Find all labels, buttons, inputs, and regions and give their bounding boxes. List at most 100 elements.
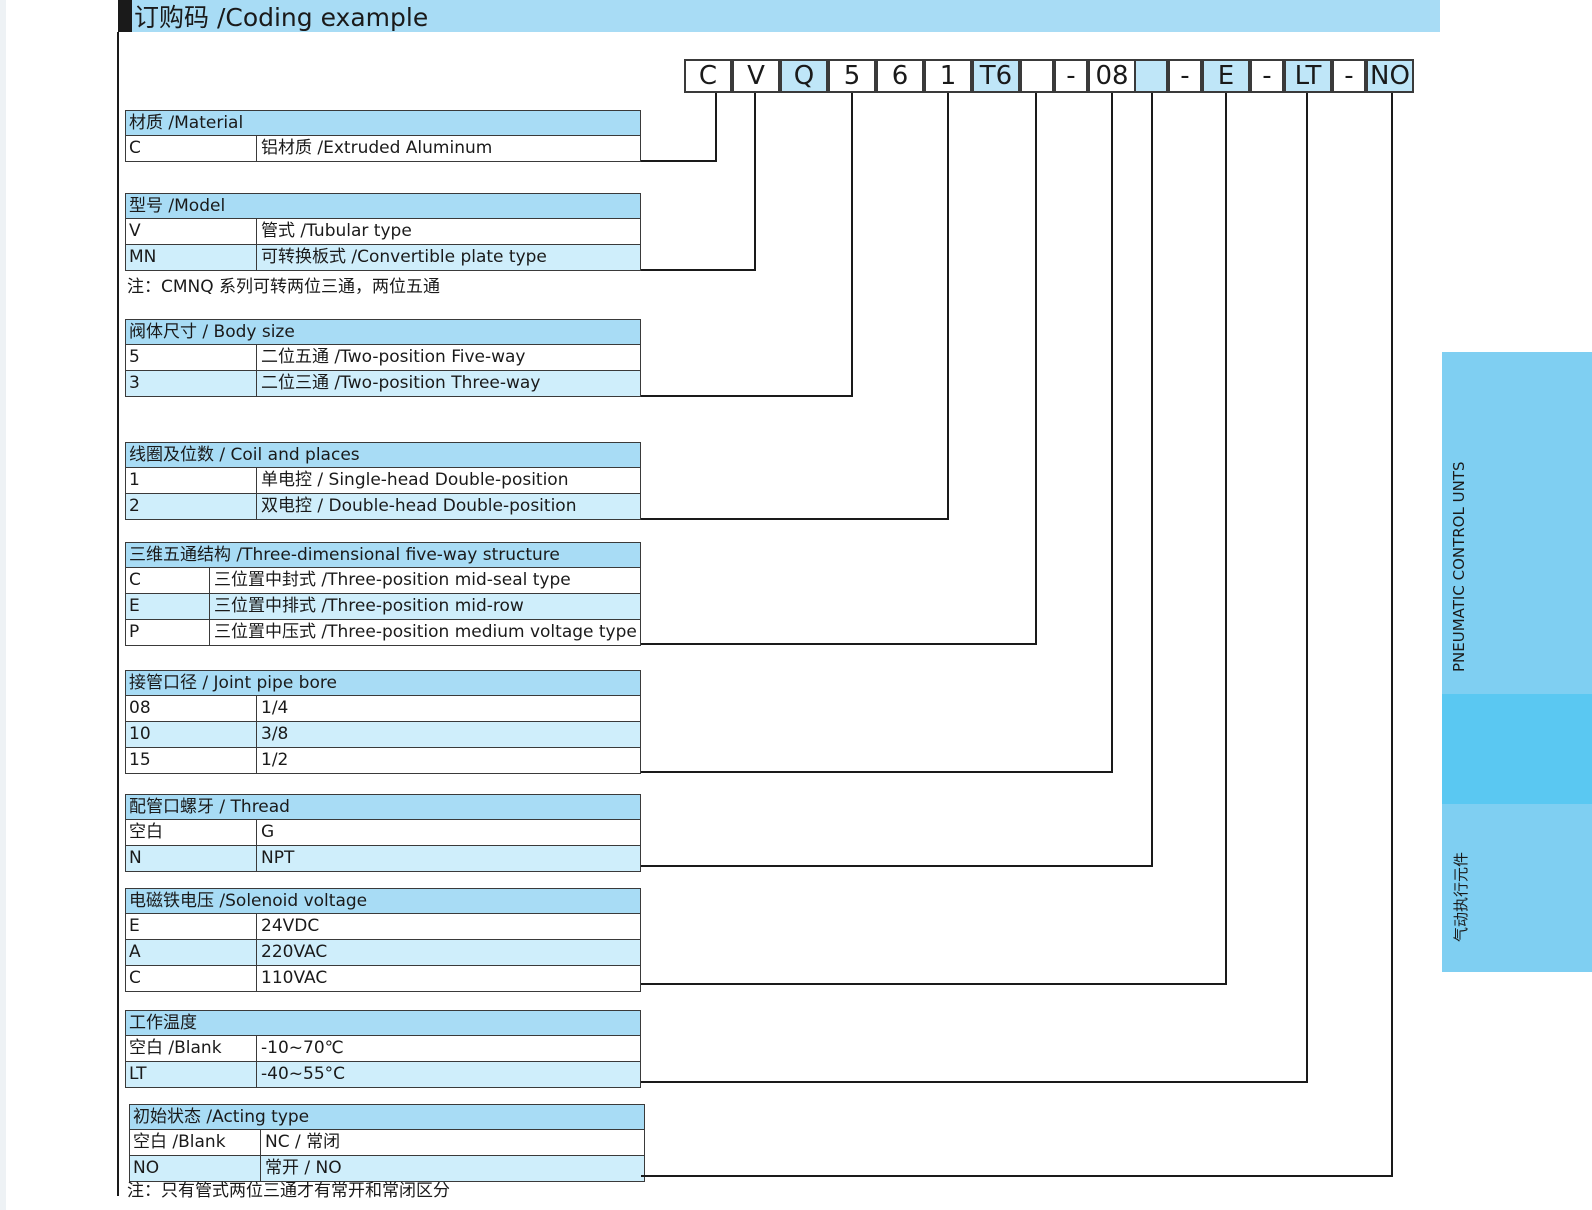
code-segment: E xyxy=(1202,59,1250,93)
option-description: 单电控 / Single-head Double-position xyxy=(261,470,569,490)
code-segment xyxy=(1020,59,1054,93)
table-row: 空白 /Blank-10~70℃ xyxy=(125,1036,641,1062)
leader-line xyxy=(641,93,1393,1177)
left-vertical-rule xyxy=(117,32,119,1196)
option-code: LT xyxy=(126,1062,257,1087)
option-code: 3 xyxy=(126,371,257,396)
leader-line xyxy=(641,93,1227,985)
option-table: 三维五通结构 /Three-dimensional five-way struc… xyxy=(125,542,641,646)
side-tab-active xyxy=(1442,694,1592,804)
option-description: NPT xyxy=(261,848,295,868)
option-code: 08 xyxy=(126,696,257,721)
option-description: 110VAC xyxy=(261,968,328,988)
code-segment: NO xyxy=(1366,59,1414,93)
option-description: 三位置中压式 /Three-position medium voltage ty… xyxy=(214,622,637,642)
leader-line xyxy=(641,93,717,162)
option-code: 空白 /Blank xyxy=(130,1130,261,1155)
leader-line xyxy=(641,93,1037,645)
option-code: 2 xyxy=(126,494,257,519)
option-code: MN xyxy=(126,245,257,270)
side-tab-chinese xyxy=(1442,804,1592,972)
option-description: 三位置中排式 /Three-position mid-row xyxy=(214,596,524,616)
table-row: LT-40~55°C xyxy=(125,1062,641,1088)
table-title: 配管口螺牙 / Thread xyxy=(125,794,641,820)
table-title: 电磁铁电压 /Solenoid voltage xyxy=(125,888,641,914)
table-note: 注：只有管式两位三通才有常开和常闭区分 xyxy=(127,1181,450,1201)
table-title: 三维五通结构 /Three-dimensional five-way struc… xyxy=(125,542,641,568)
option-code: 5 xyxy=(126,345,257,370)
option-code: C xyxy=(126,568,210,593)
code-segment: C xyxy=(684,59,732,93)
option-code: A xyxy=(126,940,257,965)
option-code: P xyxy=(126,620,210,645)
leader-line xyxy=(641,93,1113,773)
table-title: 接管口径 / Joint pipe bore xyxy=(125,670,641,696)
code-segment: Q xyxy=(780,59,828,93)
option-description: G xyxy=(261,822,275,842)
option-code: N xyxy=(126,846,257,871)
option-description: 1/2 xyxy=(261,750,289,770)
option-description: 铝材质 /Extruded Aluminum xyxy=(261,138,493,158)
table-title: 线圈及位数 / Coil and places xyxy=(125,442,641,468)
option-description: 双电控 / Double-head Double-position xyxy=(261,496,577,516)
side-label-english: PNEUMATIC CONTROL UNTS xyxy=(1450,461,1468,673)
section-header-marker xyxy=(118,0,132,32)
side-tab-pneumatic xyxy=(1442,352,1592,694)
option-code: C xyxy=(126,136,257,161)
code-segment xyxy=(1134,59,1168,93)
option-description: 1/4 xyxy=(261,698,289,718)
code-segment: 1 xyxy=(924,59,972,93)
option-description: 二位三通 /Two-position Three-way xyxy=(261,373,541,393)
option-code: 空白 xyxy=(126,820,257,845)
code-segment: - xyxy=(1332,59,1366,93)
table-title: 阀体尺寸 / Body size xyxy=(125,319,641,345)
option-description: 3/8 xyxy=(261,724,289,744)
left-margin-strip xyxy=(0,0,6,1210)
side-label-chinese: 气动执行元件 xyxy=(1452,851,1470,942)
option-description: -40~55°C xyxy=(261,1064,346,1084)
option-description: -10~70℃ xyxy=(261,1038,344,1058)
code-segment: V xyxy=(732,59,780,93)
option-description: NC / 常闭 xyxy=(265,1132,341,1152)
option-code: NO xyxy=(130,1156,261,1181)
option-code: V xyxy=(126,219,257,244)
leader-line xyxy=(641,93,949,520)
section-title: 订购码 /Coding example xyxy=(134,3,429,32)
table-title: 型号 /Model xyxy=(125,193,641,219)
table-title: 工作温度 xyxy=(125,1010,641,1036)
option-description: 三位置中封式 /Three-position mid-seal type xyxy=(214,570,571,590)
option-code: 15 xyxy=(126,748,257,773)
leader-line xyxy=(641,93,1308,1083)
option-description: 24VDC xyxy=(261,916,320,936)
option-description: 二位五通 /Two-position Five-way xyxy=(261,347,526,367)
code-segment: - xyxy=(1250,59,1284,93)
code-segment: T6 xyxy=(972,59,1020,93)
table-title: 材质 /Material xyxy=(125,110,641,136)
option-code: C xyxy=(126,966,257,991)
table-title: 初始状态 /Acting type xyxy=(129,1104,645,1130)
